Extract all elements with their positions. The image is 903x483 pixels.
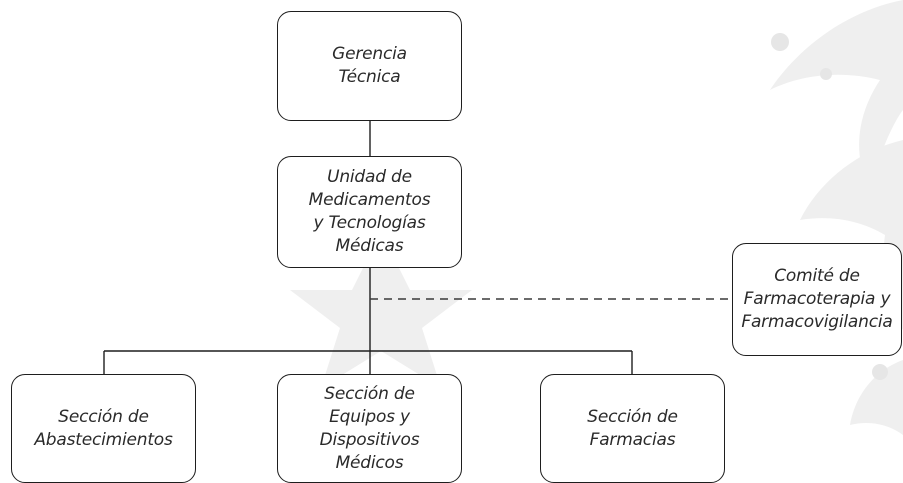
node-unidad-medicamentos: Unidad de Medicamentos y Tecnologías Méd… — [277, 156, 462, 268]
node-seccion-farmacias: Sección de Farmacias — [540, 374, 725, 483]
node-seccion-abastecimientos: Sección de Abastecimientos — [11, 374, 196, 483]
node-comite-farmacoterapia-label: Comité de Farmacoterapia y Farmacovigila… — [741, 266, 893, 332]
node-seccion-equipos-label: Sección de Equipos y Dispositivos Médico… — [319, 383, 420, 473]
node-gerencia-tecnica-label: Gerencia Técnica — [332, 44, 407, 87]
leaf-watermark-middle — [800, 140, 903, 330]
node-seccion-equipos: Sección de Equipos y Dispositivos Médico… — [277, 374, 462, 483]
star-watermark — [290, 232, 472, 388]
leaf-watermark-bottom — [850, 360, 903, 435]
dot-watermark-1 — [771, 33, 789, 51]
dot-watermark-3 — [872, 364, 888, 380]
node-seccion-farmacias-label: Sección de Farmacias — [587, 406, 678, 450]
node-comite-farmacoterapia: Comité de Farmacoterapia y Farmacovigila… — [732, 243, 902, 356]
dot-watermark-2 — [820, 68, 832, 80]
leaf-watermark-top — [770, 0, 903, 190]
node-unidad-medicamentos-label: Unidad de Medicamentos y Tecnologías Méd… — [308, 167, 431, 256]
node-gerencia-tecnica: Gerencia Técnica — [277, 11, 462, 121]
node-seccion-abastecimientos-label: Sección de Abastecimientos — [34, 406, 173, 450]
